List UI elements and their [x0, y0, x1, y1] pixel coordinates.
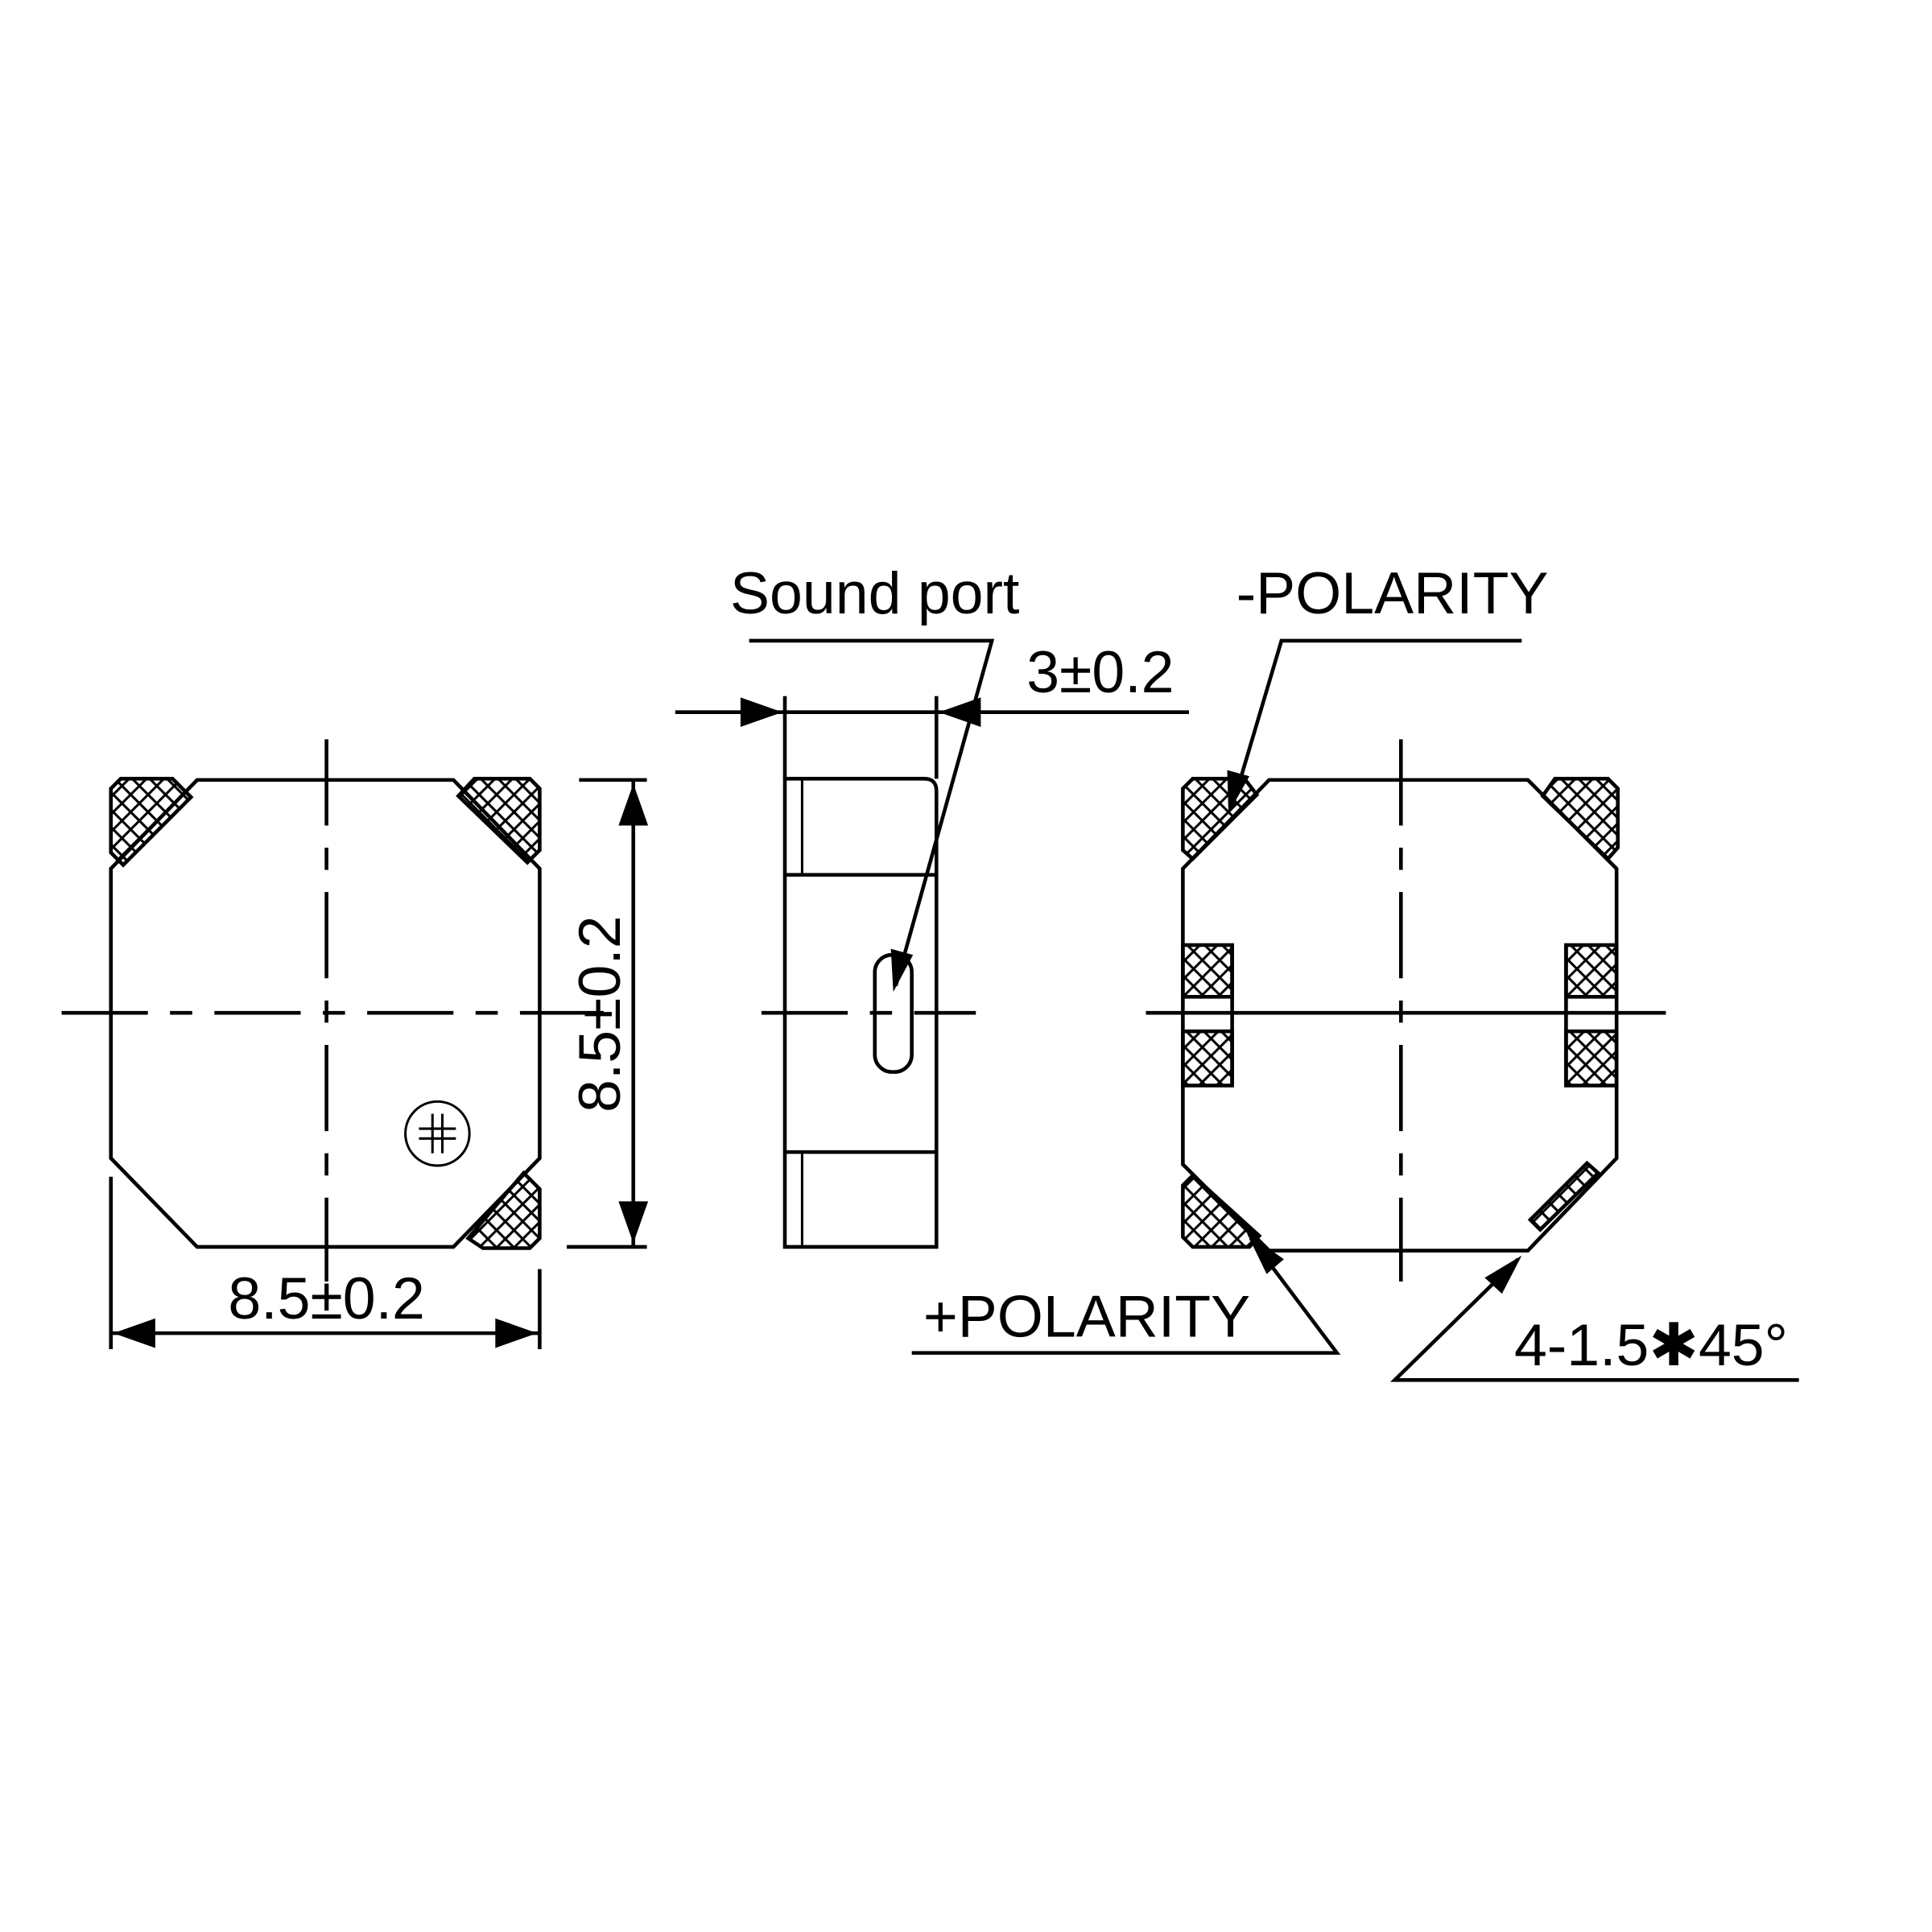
body-outline	[1181, 778, 1619, 1253]
arrow-icon	[618, 783, 649, 826]
width-dimension-label: 8.5±0.2	[228, 1265, 425, 1331]
arrow-icon	[740, 697, 782, 728]
pad-neg-polarity	[1181, 777, 1260, 861]
pos-polarity-label: +POLARITY	[923, 1283, 1250, 1350]
arrow-icon	[1227, 770, 1250, 814]
side-pad	[1181, 943, 1234, 999]
pad-pos-polarity	[1181, 1173, 1262, 1249]
pad-top-right	[456, 777, 542, 865]
chamfer-pad	[1527, 1160, 1601, 1232]
side-pad	[1564, 943, 1619, 999]
pos-polarity-leader	[911, 1236, 1341, 1355]
arrow-icon	[1484, 1255, 1522, 1294]
sound-port-label: Sound port	[730, 559, 1019, 626]
neg-polarity-label: -POLARITY	[1236, 559, 1549, 626]
chamfer-label: 4-1.5✱45°	[1514, 1311, 1788, 1378]
chamfer-leader	[1390, 1257, 1799, 1382]
side-pad	[1181, 1029, 1234, 1088]
pad-bottom-right	[465, 1170, 542, 1250]
side-view: 3±0.2 Sound port	[675, 559, 1190, 1249]
arrow-icon	[890, 948, 914, 993]
pad-top-right	[1540, 777, 1620, 862]
side-pad	[1564, 1029, 1619, 1088]
arrow-icon	[495, 1318, 538, 1348]
thickness-dimension-label: 3±0.2	[1026, 638, 1174, 705]
pad-top-left	[109, 777, 194, 868]
polarity-plus-mark-icon	[404, 1100, 471, 1167]
arrow-icon	[113, 1318, 155, 1348]
neg-polarity-leader	[1230, 638, 1522, 808]
arrow-icon	[1246, 1233, 1284, 1274]
side-outline	[782, 777, 939, 1249]
bottom-view: -POLARITY +POLARITY 4-1.5✱45°	[911, 559, 1799, 1382]
body-outline	[109, 778, 542, 1249]
arrow-icon	[618, 1201, 649, 1244]
height-dimension-label: 8.5±0.2	[566, 915, 633, 1113]
top-view: 8.5±0.2 8.5±0.2	[61, 739, 649, 1350]
sound-port-leader	[749, 638, 995, 987]
